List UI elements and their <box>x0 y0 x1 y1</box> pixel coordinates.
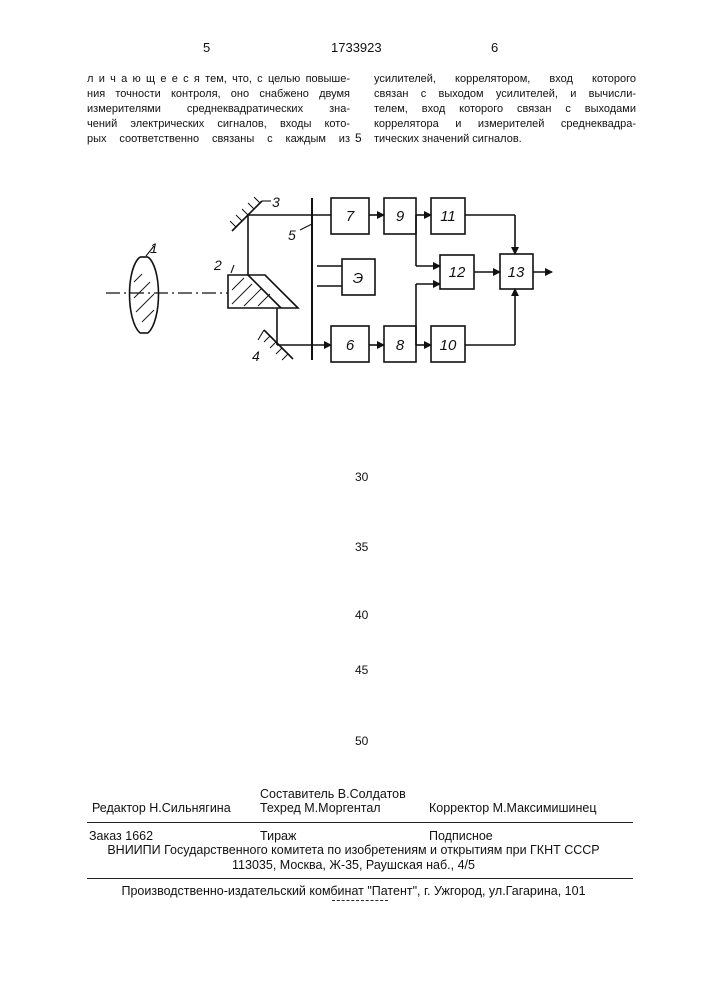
imprint-circulation: Тираж <box>260 829 296 843</box>
imprint-order: Заказ 1662 <box>89 829 153 843</box>
mirror-3 <box>230 197 271 231</box>
label-calculator-13: 13 <box>508 264 525 281</box>
prism-2 <box>228 265 298 308</box>
imprint-institute: ВНИИПИ Государственного комитета по изоб… <box>0 843 707 857</box>
imprint-address: 113035, Москва, Ж-35, Раушская наб., 4/5 <box>0 858 707 872</box>
label-rms-10: 10 <box>440 337 457 354</box>
label-correlator-12: 12 <box>449 264 466 281</box>
label-photodetector-5: 5 <box>288 227 296 243</box>
label-mirror-4: 4 <box>252 348 260 364</box>
imprint-plant: Производственно-издательский комбинат "П… <box>0 884 707 898</box>
label-filter-9: 9 <box>396 208 405 225</box>
imprint-rule-1 <box>87 822 633 823</box>
label-prism-2: 2 <box>213 257 222 273</box>
label-mirror-3: 3 <box>272 194 280 210</box>
label-rms-11: 11 <box>440 208 456 225</box>
label-lens-1: 1 <box>150 240 158 256</box>
line-number-50: 50 <box>355 734 368 748</box>
imprint-rule-2 <box>87 878 633 879</box>
label-filter-8: 8 <box>396 337 405 354</box>
line-number-40: 40 <box>355 608 368 622</box>
line-number-45: 45 <box>355 663 368 677</box>
line-number-35: 35 <box>355 540 368 554</box>
imprint-editor: Редактор Н.Сильнягина <box>92 801 231 815</box>
label-source-e: Э <box>353 270 363 287</box>
imprint-compiler: Составитель В.Солдатов <box>260 787 406 801</box>
label-amp-6: 6 <box>346 337 355 354</box>
imprint-techred: Техред М.Моргентал <box>260 801 381 815</box>
lens-1 <box>130 246 159 333</box>
imprint-rule-3 <box>332 900 388 901</box>
label-amp-7: 7 <box>346 208 355 225</box>
imprint-subscription: Подписное <box>429 829 493 843</box>
imprint-corrector: Корректор М.Максимишинец <box>429 801 597 815</box>
line-number-30: 30 <box>355 470 368 484</box>
